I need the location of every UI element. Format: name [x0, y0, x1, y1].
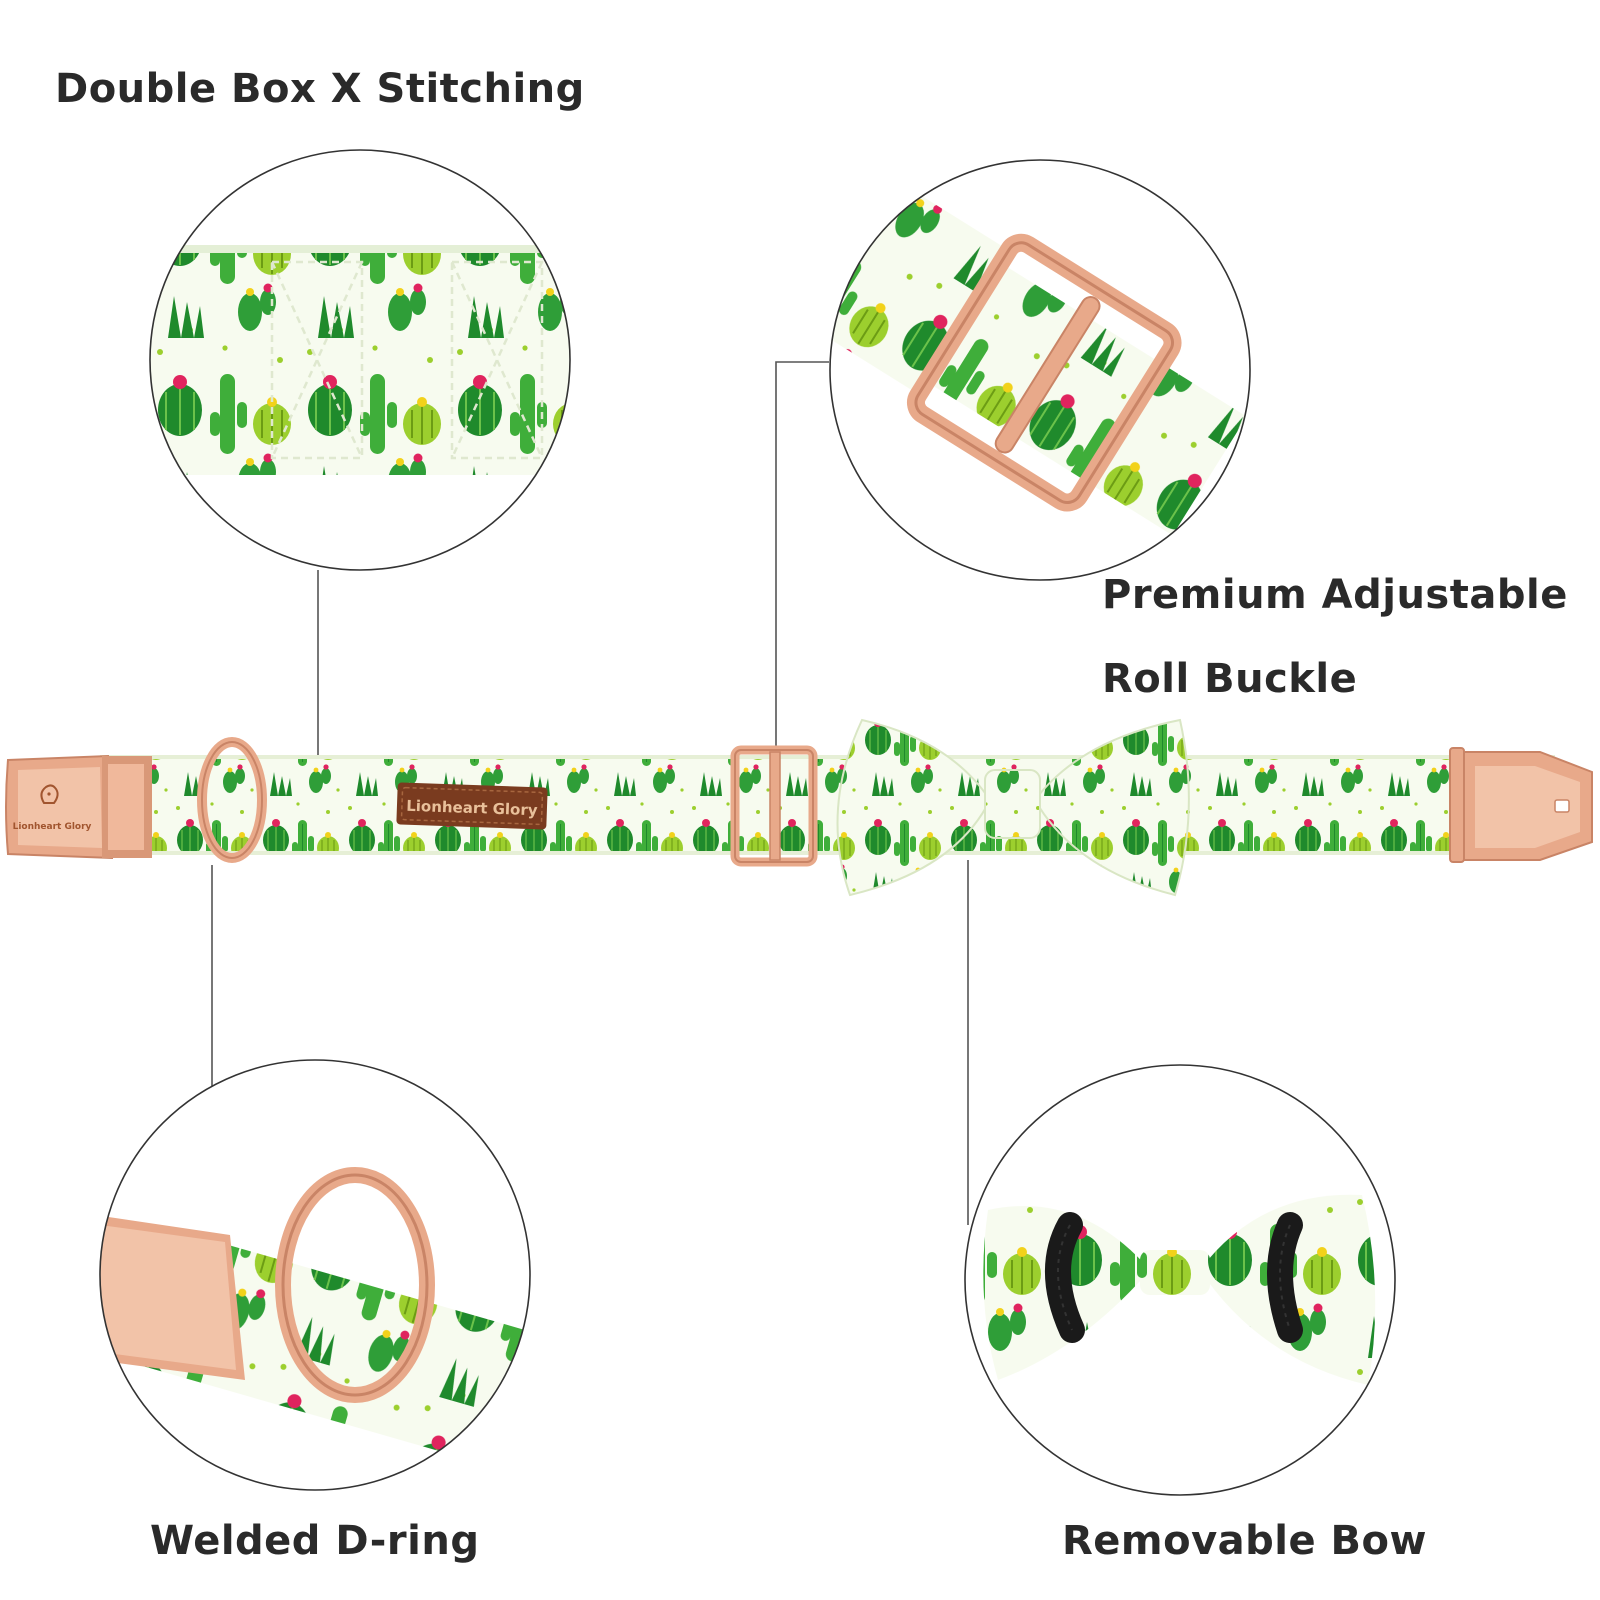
leather-brand-patch: Lionheart Glory	[396, 782, 548, 830]
feature-label-buckle-line2: Roll Buckle	[1102, 656, 1358, 702]
collar-strap	[100, 755, 1555, 855]
callout-lines	[211, 361, 969, 1225]
bow-tie	[836, 718, 1190, 897]
elastic-strap	[1045, 1212, 1303, 1343]
patch-brand-text: Lionheart Glory	[406, 797, 538, 820]
lion-logo-icon	[40, 784, 59, 804]
collar: Lionheart Glory Lionheart Glory	[5, 718, 1593, 897]
box-x-stitch	[270, 260, 544, 460]
stitching-detail-circle	[149, 149, 571, 571]
bow-knot	[984, 769, 1041, 839]
slide-buckle	[730, 745, 818, 867]
callout-line-buckle	[775, 361, 829, 748]
quick-release-buckle: Lionheart Glory	[5, 754, 152, 860]
roll-buckle	[906, 233, 1182, 512]
buckle-end-clip	[1449, 747, 1593, 863]
feature-label-buckle-line1: Premium Adjustable	[1102, 572, 1568, 618]
buckle-brand-text: Lionheart Glory	[13, 822, 92, 832]
feature-label-bow: Removable Bow	[1062, 1518, 1427, 1564]
feature-label-stitching: Double Box X Stitching	[55, 66, 585, 112]
bow-detail-circle	[964, 1064, 1396, 1496]
buckle-detail-circle	[829, 159, 1251, 581]
dring-detail-circle	[99, 1059, 531, 1491]
feature-label-dring: Welded D-ring	[150, 1518, 480, 1564]
